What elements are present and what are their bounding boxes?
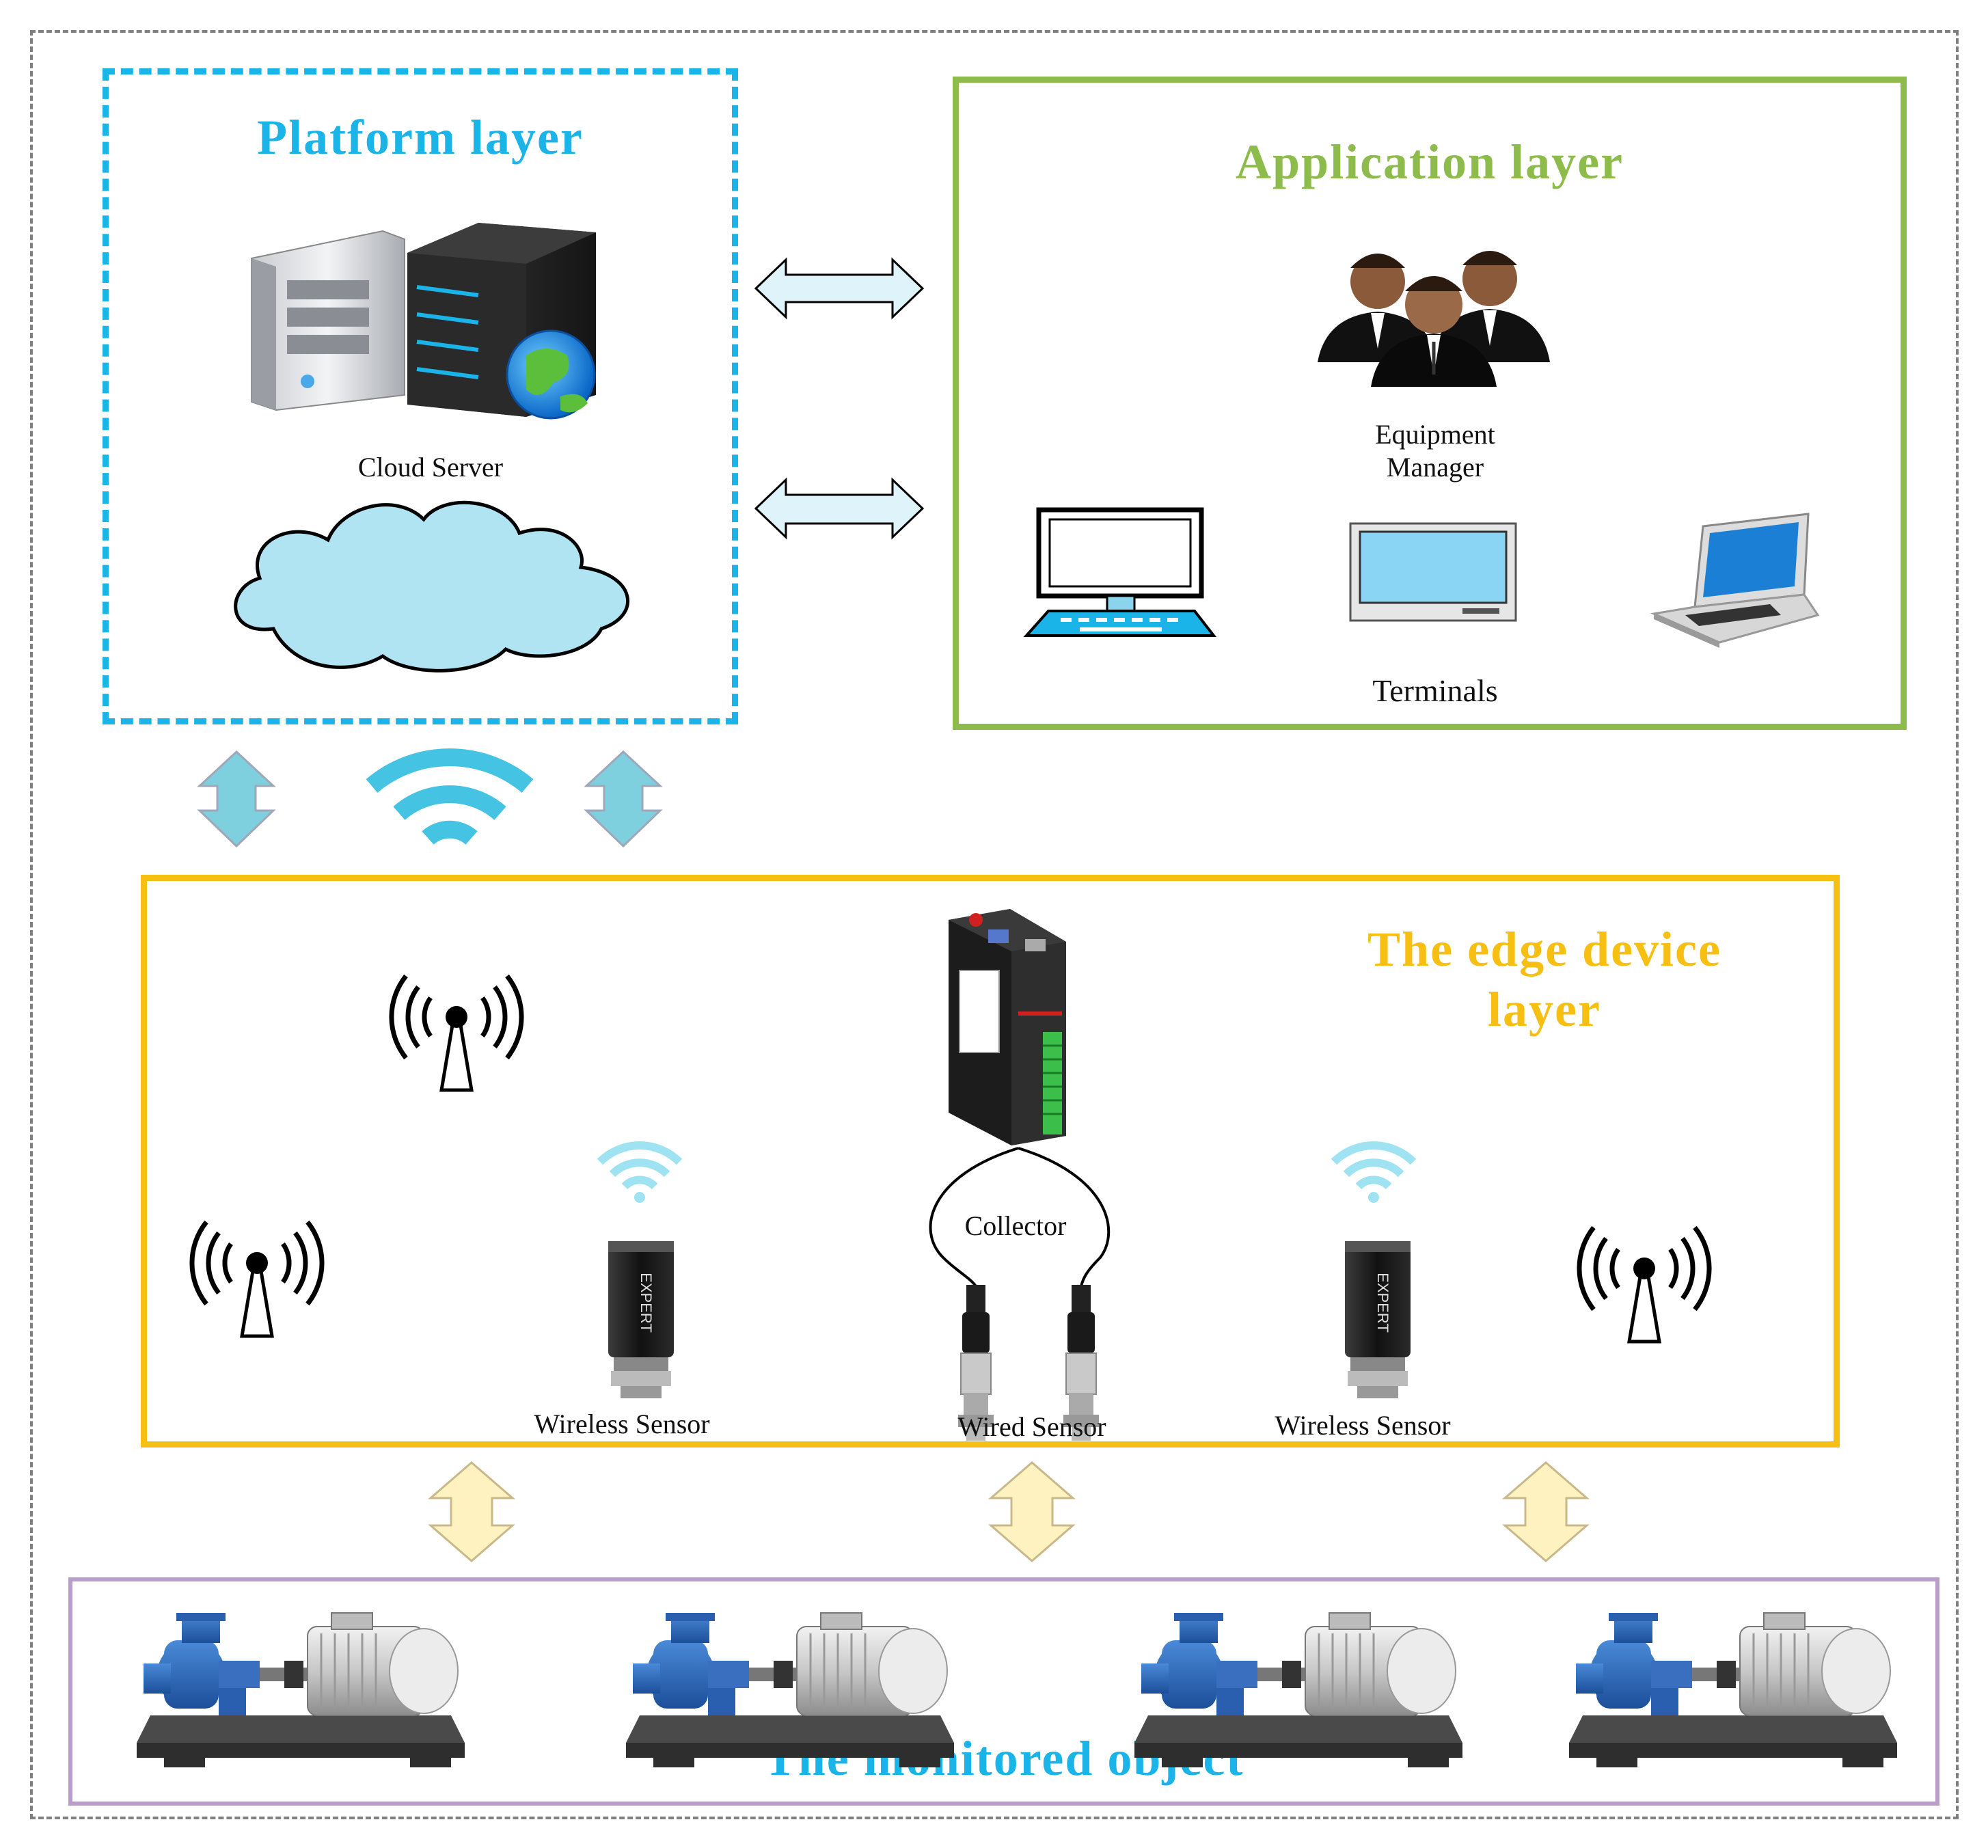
cloud-icon xyxy=(234,500,629,672)
wireless-sensor-left-label: Wireless Sensor xyxy=(534,1409,710,1439)
terminals-label: Terminals xyxy=(1372,673,1498,708)
cloud-server-icon xyxy=(251,223,596,420)
platform-layer-box xyxy=(103,68,738,724)
vertical-arrow-right xyxy=(584,750,663,848)
pump-motor-set-1 xyxy=(135,1612,466,1769)
vertical-arrow-monitored-right xyxy=(1501,1461,1590,1562)
cloud-server-label: Cloud Server xyxy=(357,452,504,483)
double-arrow-lower xyxy=(754,477,925,540)
laptop-terminal-icon xyxy=(1650,513,1820,648)
tablet-terminal-icon xyxy=(1349,522,1517,622)
wireless-sensor-right-icon xyxy=(1345,1241,1411,1398)
antenna-tower-bottom-left xyxy=(192,1222,322,1336)
pump-motor-set-2 xyxy=(625,1612,955,1769)
collector-device-icon xyxy=(949,909,1066,1145)
wifi-icon-small-left xyxy=(600,1145,679,1203)
edge-layer-box xyxy=(141,875,1840,1448)
equipment-manager-label-line1: Equipment xyxy=(1375,419,1495,450)
double-arrow-upper xyxy=(754,257,925,320)
equipment-manager-icon xyxy=(1318,251,1550,387)
collector-label: Collector xyxy=(964,1210,1067,1241)
antenna-tower-right xyxy=(1579,1227,1709,1342)
edge-layer-title-line1: The edge device xyxy=(1367,922,1721,977)
wifi-icon-large xyxy=(366,748,534,845)
wireless-sensor-left-icon xyxy=(608,1241,674,1398)
application-layer-title: Application layer xyxy=(1236,135,1624,189)
wifi-icon-small-right xyxy=(1334,1145,1413,1203)
equipment-manager-label-line2: Manager xyxy=(1386,452,1484,483)
pump-motor-set-3 xyxy=(1133,1612,1464,1769)
vertical-arrow-monitored-left xyxy=(427,1461,516,1562)
vertical-arrow-left xyxy=(197,750,276,848)
antenna-tower-top-left xyxy=(392,976,521,1090)
collector-cables xyxy=(929,1147,1111,1288)
wireless-sensor-right-label: Wireless Sensor xyxy=(1275,1410,1451,1441)
monitored-object-box xyxy=(68,1577,1939,1806)
application-layer-box xyxy=(953,77,1907,730)
edge-layer-title-line2: layer xyxy=(1488,982,1601,1037)
vertical-arrow-monitored-center xyxy=(988,1461,1076,1562)
wired-sensor-label: Wired Sensor xyxy=(957,1411,1106,1442)
outer-frame xyxy=(30,30,1959,1819)
platform-layer-title: Platform layer xyxy=(257,110,584,165)
desktop-terminal-icon xyxy=(1023,507,1217,637)
pump-motor-set-4 xyxy=(1568,1612,1898,1769)
